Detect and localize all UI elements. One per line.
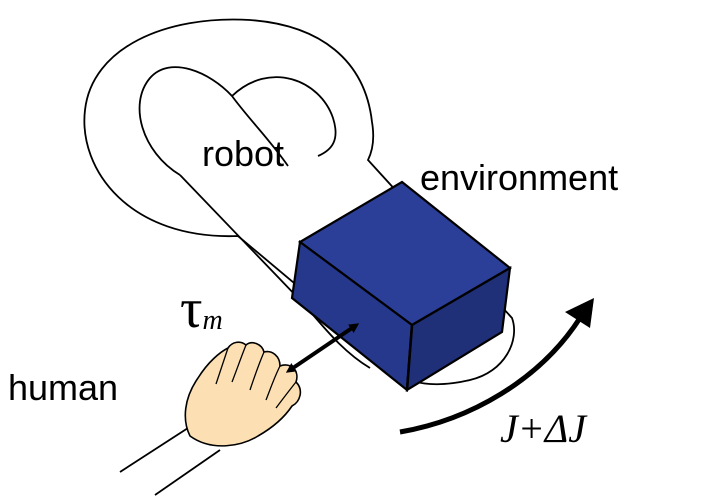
environment-label: environment: [420, 157, 618, 198]
torque-subscript: m: [203, 305, 223, 336]
robot-link-inner-edge: [231, 76, 337, 157]
human-arm-line-upper: [119, 427, 189, 473]
robot-link-inner: [138, 66, 289, 176]
human-arm-line-lower: [154, 449, 221, 496]
rotation-arrow-head: [565, 298, 594, 328]
robot-link-outer: [83, 18, 515, 386]
human-label: human: [8, 367, 118, 408]
hand-icon: [184, 341, 302, 447]
force-arrow: [285, 323, 360, 373]
impedance-label: J+ΔJ: [500, 406, 588, 451]
torque-label: τm: [180, 278, 223, 340]
robot-label: robot: [202, 133, 284, 174]
rotation-arrow: [399, 316, 583, 435]
torque-symbol: τ: [180, 278, 203, 340]
environment-block: [290, 180, 512, 393]
